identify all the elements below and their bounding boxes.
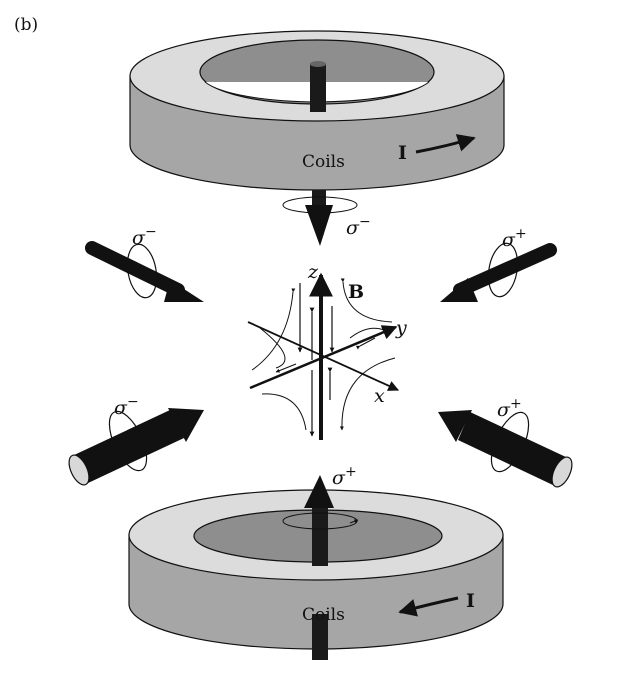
bottom-coil: Coils I — [128, 489, 504, 660]
lower-left-beam-label: σ− — [114, 394, 139, 419]
y-axis — [249, 325, 398, 390]
bottom-beam-label: σ+ — [332, 464, 357, 489]
bottom-current-arrow — [398, 596, 459, 617]
lower-left-beam: σ− — [68, 394, 204, 486]
upper-right-beam-label: σ+ — [502, 226, 527, 251]
top-coil: Coils I — [129, 30, 505, 191]
top-current-arrow — [415, 134, 476, 154]
lower-right-beam-label: σ+ — [497, 396, 522, 421]
top-current-label: I — [398, 142, 407, 164]
x-axis-label: x — [374, 385, 385, 407]
z-axis-label: z — [307, 261, 319, 283]
panel-label: (b) — [14, 15, 38, 35]
x-axis — [247, 321, 399, 391]
field-label: B — [348, 281, 364, 303]
magnetic-field-diagram: z y x B — [247, 261, 407, 440]
top-beam: σ− — [282, 190, 371, 246]
upper-left-beam: σ− — [85, 224, 204, 302]
bottom-current-label: I — [466, 590, 475, 612]
top-beam-label: σ− — [346, 214, 371, 239]
y-axis-label: y — [395, 317, 407, 339]
top-coil-label: Coils — [302, 152, 345, 172]
bottom-beam: σ+ — [282, 464, 359, 566]
lower-right-beam: σ+ — [438, 396, 573, 488]
upper-right-beam: σ+ — [440, 226, 557, 302]
bottom-coil-label: Coils — [302, 605, 345, 625]
upper-left-beam-label: σ− — [132, 224, 157, 249]
